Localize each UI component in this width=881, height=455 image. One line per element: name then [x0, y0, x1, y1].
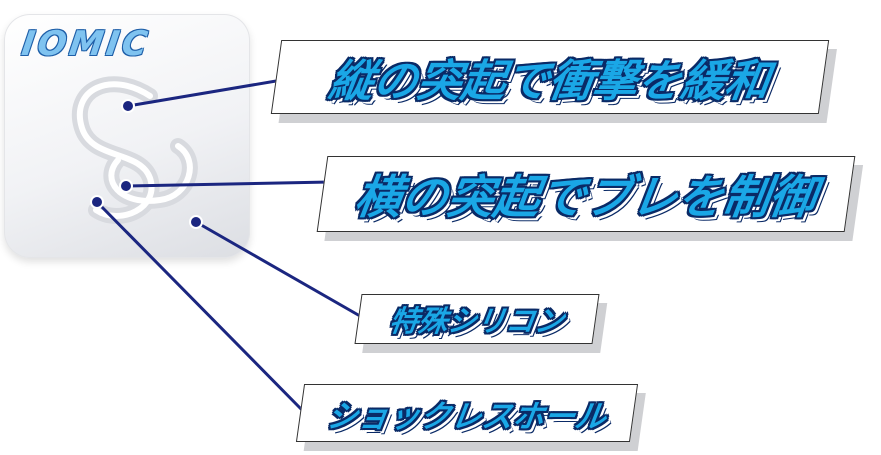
- callout-vertical-ribs: 縦の突起で衝撃を緩和: [270, 40, 830, 114]
- leader-line-horizontal-ribs: [125, 180, 331, 188]
- leader-line-vertical-ribs: [127, 78, 283, 108]
- callout-shockless-hole: ショックレスホール: [295, 384, 639, 442]
- callout-shockless-hole-text: ショックレスホール: [324, 398, 609, 435]
- marker-dot-special-silicone: [189, 215, 203, 229]
- callout-vertical-ribs-text: 縦の突起で衝撃を緩和: [325, 56, 773, 107]
- leader-line-special-silicone: [195, 220, 361, 318]
- marker-dot-horizontal-ribs: [119, 179, 133, 193]
- grip-shape-highlight: [77, 81, 193, 219]
- marker-dot-vertical-ribs: [121, 99, 135, 113]
- callout-horizontal-ribs: 横の突起でブレを制御: [316, 156, 856, 232]
- callout-special-silicone: 特殊シリコン: [354, 294, 600, 344]
- leader-line-shockless-hole: [95, 200, 306, 414]
- marker-dot-shockless-hole: [90, 195, 104, 209]
- callout-special-silicone-text: 特殊シリコン: [387, 304, 567, 338]
- callout-horizontal-ribs-text: 横の突起でブレを制御: [351, 170, 820, 224]
